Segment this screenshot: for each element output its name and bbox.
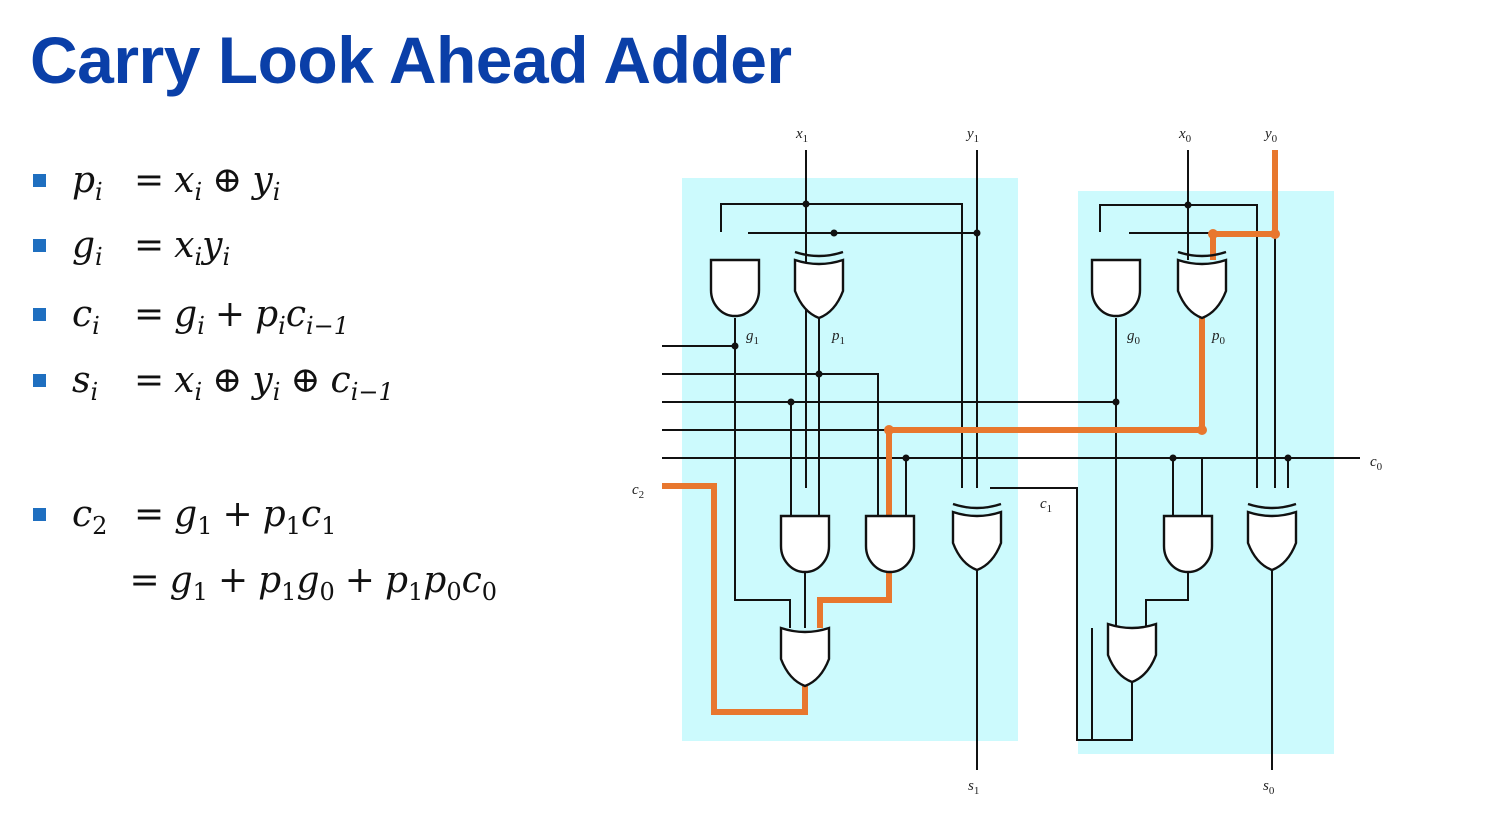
label-x0: x0 [1178,126,1192,145]
bullet-icon [33,374,46,387]
equation-s: si=xi⊕yi⊕ci−1 [72,360,394,406]
equation-c: ci=gi+pici−1 [72,294,350,340]
equation-p: pi=xi⊕yi [72,160,281,206]
junction-dots [731,200,1292,462]
highlight-dots [884,229,1280,435]
bullet-icon [33,239,46,252]
label-y0: y0 [1263,126,1278,145]
and-gate-g0 [1090,258,1142,318]
highlight-path [662,150,1278,715]
label-g0: g0 [1127,328,1141,347]
and-gate-g1 [709,258,761,318]
equation-g: gi=xiyi [72,225,231,271]
and-gate-p0c0 [1162,514,1214,574]
label-c0: c0 [1370,454,1383,473]
label-s0: s0 [1263,778,1275,797]
label-p0: p0 [1211,328,1226,347]
label-g1: g1 [746,328,759,347]
label-c1: c1 [1040,496,1052,515]
label-s1: s1 [968,778,979,797]
label-c2: c2 [632,482,644,501]
bullet-icon [33,508,46,521]
label-x1: x1 [795,126,808,145]
label-y1: y1 [965,126,979,145]
bullet-icon [33,174,46,187]
equation-c2-line1: c2=g1+p1c1 [72,494,337,540]
slide-title: Carry Look Ahead Adder [30,23,792,97]
label-p1: p1 [831,328,845,347]
and-gate-p1p0c0 [864,514,916,574]
bullet-icon [33,308,46,321]
equation-c2-line2: =g1+p1g0+p1p0c0 [129,560,498,606]
and-gate-p1g0 [779,514,831,574]
